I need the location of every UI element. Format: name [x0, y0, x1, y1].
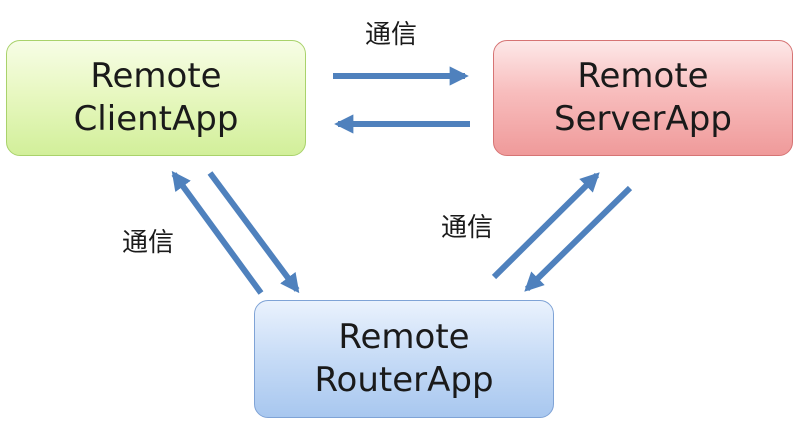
- edge-label-server-router: 通信: [441, 213, 494, 243]
- client-line1: Remote: [90, 55, 222, 96]
- remote-router-app-box: Remote RouterApp: [254, 300, 554, 418]
- remote-client-app-box: Remote ClientApp: [6, 40, 306, 156]
- router-line2: RouterApp: [314, 360, 494, 400]
- server-line1: Remote: [577, 55, 709, 96]
- arrow-router-to-client: [171, 170, 264, 295]
- arrow-client-to-router: [207, 171, 300, 294]
- client-line2: ClientApp: [73, 99, 239, 139]
- arrow-server-to-router: [524, 185, 633, 292]
- arrow-router-to-server: [491, 172, 600, 280]
- server-line2: ServerApp: [554, 99, 732, 139]
- edge-label-client-router: 通信: [122, 228, 175, 258]
- router-line1: Remote: [338, 316, 470, 357]
- remote-server-app-box: Remote ServerApp: [493, 40, 793, 156]
- edge-label-client-server: 通信: [365, 20, 418, 50]
